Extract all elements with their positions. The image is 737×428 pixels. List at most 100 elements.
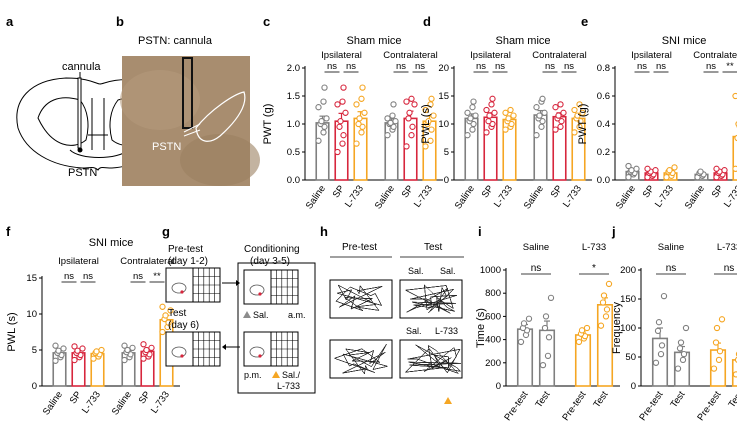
x-tick-label: Pre-test xyxy=(560,389,588,423)
significance-label: ns xyxy=(706,61,716,72)
pretest-label: Pre-test xyxy=(168,244,203,255)
significance-label: ns xyxy=(564,61,574,72)
significance-label: ns xyxy=(656,61,666,72)
mouse-icon xyxy=(171,346,187,358)
x-tick-label: SP xyxy=(331,183,347,200)
data-point xyxy=(557,101,564,108)
data-point xyxy=(483,129,490,136)
data-point xyxy=(671,164,678,171)
data-point xyxy=(544,352,552,359)
y-tick-label: 100 xyxy=(620,323,636,334)
data-point xyxy=(502,126,509,133)
data-point xyxy=(483,106,490,114)
data-point xyxy=(408,95,415,102)
group-label: Contralateral xyxy=(532,50,586,61)
data-point xyxy=(340,132,347,139)
data-point xyxy=(732,371,737,378)
x-tick-label: Saline xyxy=(304,183,328,211)
x-tick-label: L-733 xyxy=(412,183,435,209)
mouse-icon xyxy=(249,346,265,358)
data-point xyxy=(574,112,581,119)
data-point xyxy=(541,109,548,116)
data-point xyxy=(502,109,509,116)
data-point xyxy=(578,327,586,334)
data-point xyxy=(467,115,474,122)
h-pretest-label: Pre-test xyxy=(342,242,377,253)
y-tick-label: 0 xyxy=(631,381,636,392)
data-point xyxy=(339,140,346,147)
trace-pretest-l733 xyxy=(329,339,393,379)
conditioning-am-chamber xyxy=(243,269,299,305)
data-point xyxy=(403,98,410,105)
x-tick-label: L-733 xyxy=(561,183,584,209)
data-point xyxy=(542,313,550,320)
data-point xyxy=(129,344,136,351)
y-axis-label: PWT (g) xyxy=(262,104,274,145)
data-point xyxy=(422,143,429,150)
data-point xyxy=(406,109,413,116)
data-point xyxy=(520,320,528,327)
x-tick-label: Saline xyxy=(522,183,546,211)
data-point xyxy=(71,343,78,350)
data-point xyxy=(652,359,660,366)
saline-marker-icon xyxy=(243,311,251,318)
x-tick-label: SP xyxy=(641,183,657,200)
significance-label: ** xyxy=(726,61,734,72)
data-point xyxy=(334,148,341,156)
x-tick-label: Saline xyxy=(683,183,707,211)
significance-label: ns xyxy=(637,61,647,72)
y-tick-label: 200 xyxy=(620,265,636,276)
y-tick-label: 0.0 xyxy=(287,175,300,186)
significance-label: ns xyxy=(666,263,677,274)
data-point xyxy=(579,109,586,116)
trace-test-saline xyxy=(399,279,463,319)
data-point xyxy=(71,356,78,364)
y-tick-label: 0.5 xyxy=(287,147,300,158)
data-point xyxy=(716,348,724,355)
y-tick-label: 15 xyxy=(438,91,449,102)
y-tick-label: 2.0 xyxy=(287,63,300,74)
mouse-icon xyxy=(171,282,187,294)
x-tick-label: Saline xyxy=(453,183,477,211)
h-sal-2: Sal. xyxy=(440,266,456,276)
l733-marker-icon xyxy=(272,371,280,378)
data-point xyxy=(507,106,514,114)
pstn-label-b: PSTN xyxy=(152,141,181,153)
x-tick-label: Saline xyxy=(373,183,397,211)
y-tick-label: 10 xyxy=(26,309,37,320)
x-tick-label: SP xyxy=(400,183,416,200)
data-point xyxy=(652,167,659,174)
cannula-shaft xyxy=(77,77,82,149)
data-point xyxy=(358,95,365,102)
data-point xyxy=(121,356,128,364)
data-point xyxy=(485,118,492,125)
data-point xyxy=(384,115,391,122)
data-point xyxy=(422,106,429,114)
data-point xyxy=(60,345,67,352)
data-point xyxy=(674,365,682,372)
data-point xyxy=(576,123,583,130)
y-axis-label: PWT (g) xyxy=(577,104,589,145)
data-point xyxy=(715,356,723,364)
data-point xyxy=(680,350,688,358)
data-point xyxy=(682,324,690,332)
movement-trace xyxy=(335,284,383,311)
x-tick-label: L-733 xyxy=(492,183,515,209)
h-l733: L-733 xyxy=(435,326,458,336)
x-tick-label: SP xyxy=(137,389,153,406)
data-point xyxy=(464,132,471,139)
data-point xyxy=(140,355,147,362)
y-axis-label: PWL (s) xyxy=(420,104,432,143)
group-label: Contralateral xyxy=(693,50,737,61)
data-point xyxy=(597,322,605,329)
significance-label: ns xyxy=(133,271,143,282)
data-point xyxy=(334,101,341,108)
movement-trace xyxy=(333,344,388,375)
data-point xyxy=(488,101,495,108)
data-point xyxy=(55,347,62,354)
group-label: Saline xyxy=(523,242,549,253)
data-point xyxy=(464,109,471,116)
x-tick-label: Pre-test xyxy=(502,389,530,423)
data-point xyxy=(470,98,477,105)
